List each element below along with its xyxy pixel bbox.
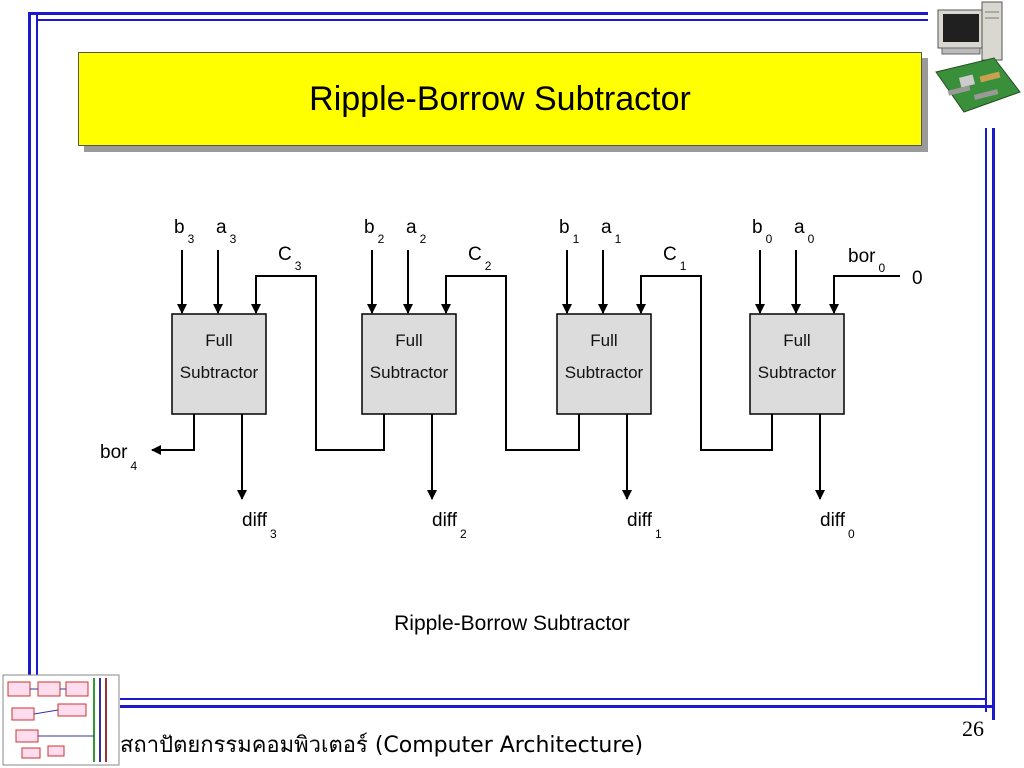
- page-number: 26: [962, 716, 984, 741]
- borrow-label-2: C1: [663, 244, 687, 273]
- output-diff-label-2: diff1: [627, 510, 662, 541]
- frame-left-inner: [36, 12, 38, 712]
- input-a-label-1: a2: [406, 217, 427, 246]
- full-subtractor-label-2: Full: [590, 331, 617, 350]
- figure-caption: Ripple-Borrow Subtractor: [394, 612, 630, 635]
- full-subtractor-type-1: Subtractor: [370, 363, 449, 382]
- borrow-wire-1: [441, 275, 580, 451]
- frame-bottom-outer: [120, 705, 995, 708]
- input-b-label-0: b3: [174, 217, 195, 246]
- input-a-label-0: a3: [216, 217, 237, 246]
- full-subtractor-type-2: Subtractor: [565, 363, 644, 382]
- footer-course-title: สถาปัตยกรรมคอมพิวเตอร์ (Computer Archite…: [120, 733, 644, 758]
- output-diff-label-0: diff3: [242, 510, 277, 541]
- borrow-label-1: C2: [468, 244, 492, 273]
- input-b-label-1: b2: [364, 217, 385, 246]
- bor-out-wire: [151, 414, 195, 455]
- full-subtractor-label-3: Full: [783, 331, 810, 350]
- input-b-label-3: b0: [752, 217, 773, 246]
- borrow-label-0: C3: [278, 244, 302, 273]
- input-a-label-3: a0: [794, 217, 815, 246]
- computer-icon: [935, 1, 1021, 113]
- frame-right-inner: [985, 128, 987, 712]
- system-diagram-icon: [2, 674, 120, 766]
- frame-bottom-inner: [120, 698, 987, 700]
- full-subtractor-box-0: [171, 313, 267, 415]
- output-diff-label-1: diff2: [432, 510, 467, 541]
- full-subtractor-type-3: Subtractor: [758, 363, 837, 382]
- full-subtractor-label-1: Full: [395, 331, 422, 350]
- bor-in-label: bor0: [848, 246, 885, 275]
- output-diff-label-3: diff0: [820, 510, 855, 541]
- input-a-label-2: a1: [601, 217, 622, 246]
- full-subtractor-box-2: [556, 313, 652, 415]
- slide-title: Ripple-Borrow Subtractor: [309, 79, 691, 118]
- bor-in-wire: [829, 275, 900, 314]
- full-subtractor-box-1: [361, 313, 457, 415]
- frame-top-inner: [36, 19, 928, 21]
- bor-out-label: bor4: [100, 442, 137, 473]
- title-box: Ripple-Borrow Subtractor: [78, 52, 922, 146]
- borrow-wire-0: [251, 275, 385, 451]
- input-b-label-2: b1: [559, 217, 580, 246]
- frame-left-outer: [28, 12, 31, 720]
- full-subtractor-type-0: Subtractor: [180, 363, 259, 382]
- bor-in-value: 0: [912, 268, 923, 289]
- full-subtractor-label-0: Full: [205, 331, 232, 350]
- borrow-wire-2: [636, 275, 773, 451]
- frame-right-outer: [992, 128, 995, 720]
- frame-top-outer: [28, 12, 928, 15]
- full-subtractor-box-3: [749, 313, 845, 415]
